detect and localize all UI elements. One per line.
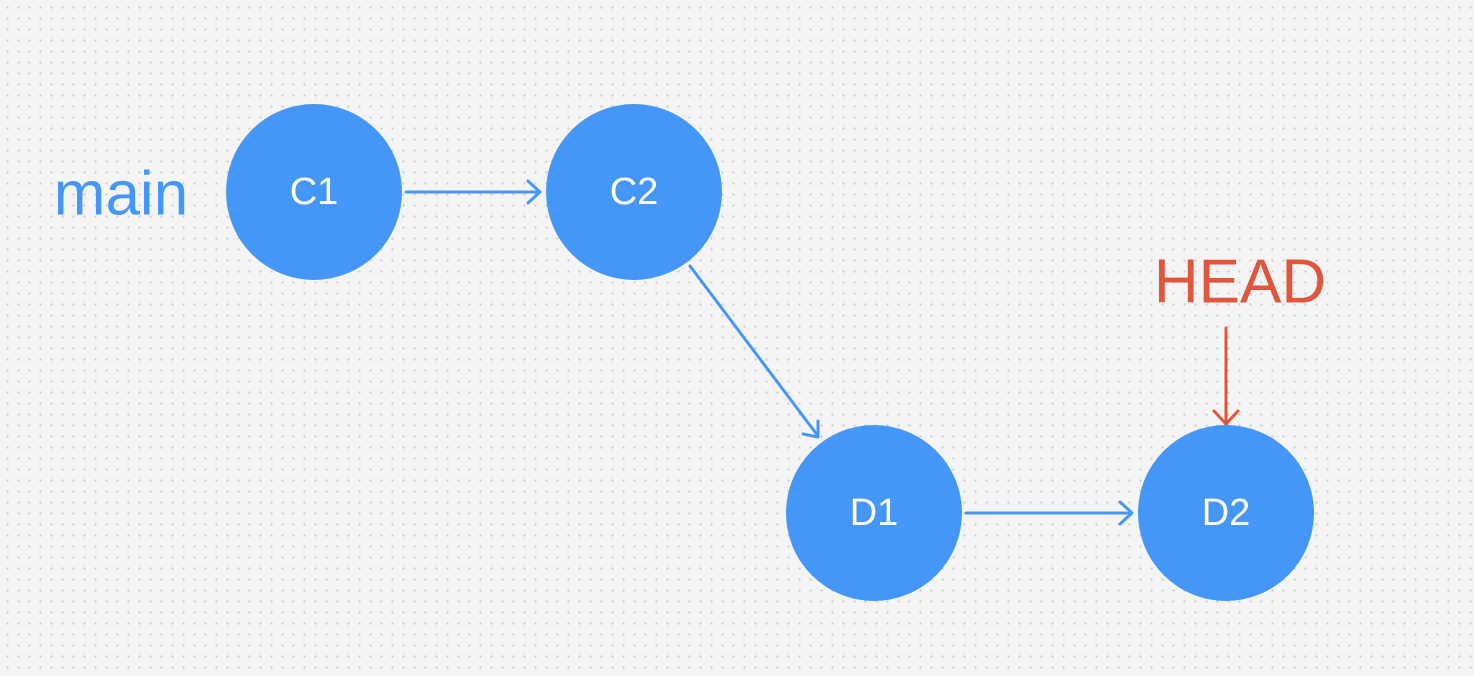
commit-label-c2: C2 xyxy=(610,171,659,213)
commit-node-d1: D1 xyxy=(786,425,962,601)
head-pointer-arrow xyxy=(1212,326,1240,426)
branch-label-main: main xyxy=(54,160,188,229)
commit-node-d2: D2 xyxy=(1138,425,1314,601)
edge-c1-c2 xyxy=(404,179,542,205)
commit-node-c2: C2 xyxy=(546,104,722,280)
commit-label-d2: D2 xyxy=(1202,492,1251,534)
commit-label-c1: C1 xyxy=(290,171,339,213)
commit-node-c1: C1 xyxy=(226,104,402,280)
commit-label-d1: D1 xyxy=(850,492,899,534)
head-label: HEAD xyxy=(1154,248,1326,317)
edge-c2-d1 xyxy=(688,264,820,439)
edge-d1-d2 xyxy=(964,500,1134,526)
